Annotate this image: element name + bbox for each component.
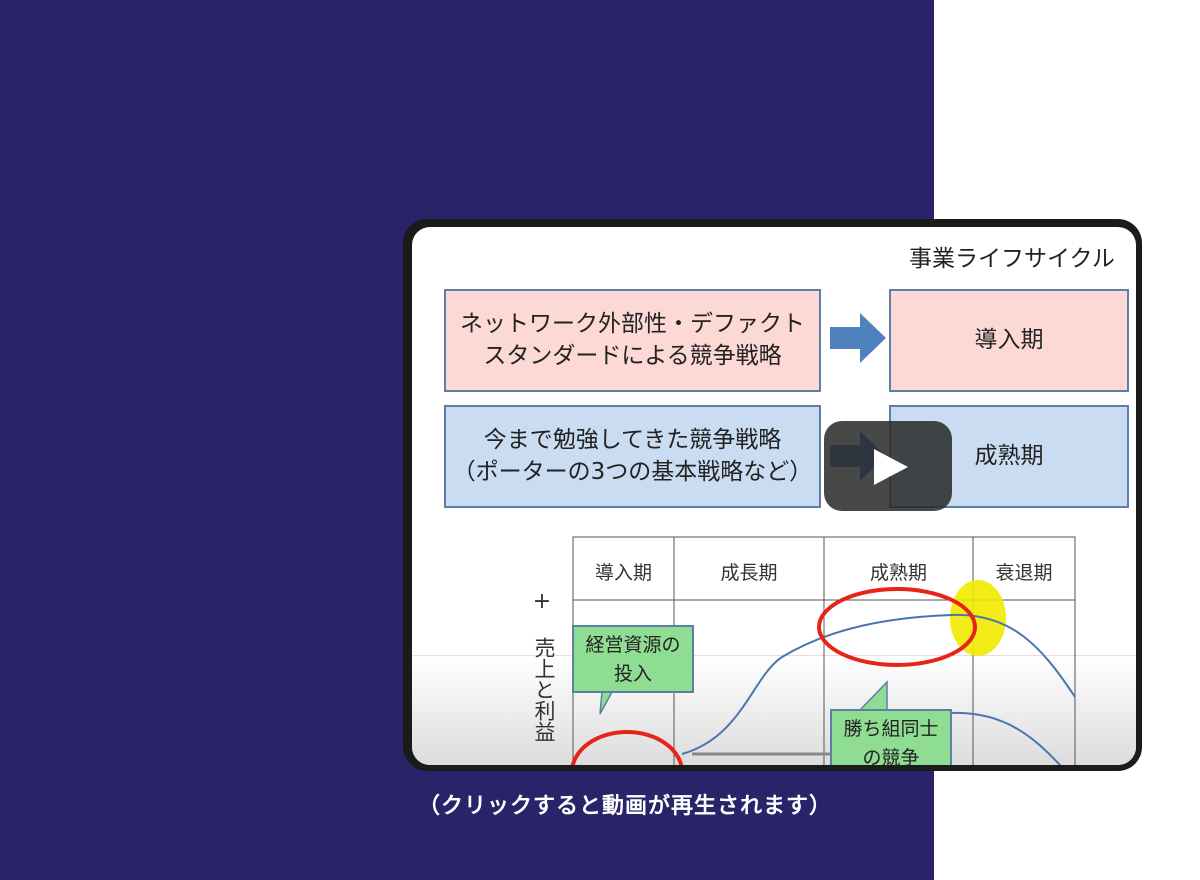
existing-strategy-line1: 今まで勉強してきた競争戦略 (483, 427, 782, 454)
header-maturity: 成熟期 (869, 562, 927, 584)
existing-strategy-box: 今まで勉強してきた競争戦略 （ポーターの3つの基本戦略など） (444, 405, 821, 508)
header-decline: 衰退期 (995, 562, 1053, 584)
red-circle-introduction (570, 730, 684, 765)
callout-resource-investment: 経営資源の投入 (572, 625, 694, 693)
video-player[interactable]: 事業ライフサイクル ネットワーク外部性・デファクトスタンダードによる競争戦略 導… (403, 219, 1142, 771)
network-strategy-box: ネットワーク外部性・デファクトスタンダードによる競争戦略 (444, 289, 821, 392)
yellow-highlight (950, 580, 1006, 656)
callout-winners-competition: 勝ち組同士の競争 (830, 709, 952, 765)
red-circle-maturity (817, 587, 977, 667)
plus-label: + (532, 589, 552, 614)
header-introduction: 導入期 (594, 562, 652, 584)
arrow-icon (830, 313, 888, 367)
play-button[interactable] (824, 421, 952, 511)
callout-pointer (858, 680, 888, 711)
lifecycle-chart-lines (570, 536, 1076, 765)
sales-curve (681, 613, 1076, 755)
callout-pointer (599, 691, 614, 715)
y-axis-label: 売上と利益 (532, 637, 556, 742)
video-overlay-gradient (412, 655, 1136, 765)
introduction-phase-box: 導入期 (889, 289, 1129, 392)
existing-strategy-line2: （ポーターの3つの基本戦略など） (452, 458, 813, 485)
video-caption: （クリックすると動画が再生されます） (418, 794, 833, 819)
header-growth: 成長期 (720, 562, 778, 584)
slide-title: 事業ライフサイクル (909, 246, 1115, 272)
video-slide: 事業ライフサイクル ネットワーク外部性・デファクトスタンダードによる競争戦略 導… (412, 227, 1136, 765)
